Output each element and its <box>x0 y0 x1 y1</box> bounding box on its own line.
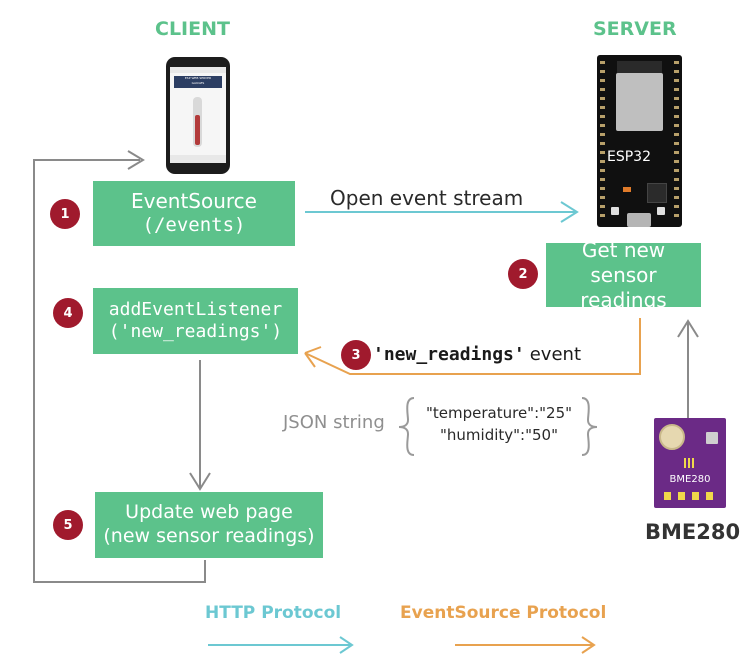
listener-to-update-arrowhead <box>189 472 211 491</box>
open-stream-arrowhead <box>560 201 579 223</box>
usb-port <box>627 213 651 227</box>
phone-title-bar: ESP WEB SERVER GAUGES <box>174 76 222 88</box>
esp32-module-shield <box>616 73 663 131</box>
server-header: SERVER <box>593 18 677 40</box>
legend-http-arrowhead <box>339 636 354 654</box>
json-temperature: "temperature":"25" <box>425 404 573 422</box>
event-word: event <box>529 344 582 365</box>
legend-http: HTTP Protocol <box>205 603 342 623</box>
usb-chip <box>647 183 667 203</box>
add-event-listener-line2: ('new_readings') <box>108 321 283 342</box>
step-2-badge: 2 <box>508 259 538 289</box>
step-5-badge: 5 <box>53 510 83 540</box>
esp32-label: ESP32 <box>607 149 651 165</box>
json-humidity: "humidity":"50" <box>440 426 558 444</box>
loop-back-arrow <box>33 159 206 583</box>
event-arrow <box>304 318 641 375</box>
json-left-brace <box>398 397 415 456</box>
eventsource-title: EventSource <box>131 189 257 214</box>
open-stream-label: Open event stream <box>330 186 524 210</box>
event-arrowhead <box>304 346 322 368</box>
phone-title-line1: ESP WEB SERVER <box>184 76 212 80</box>
sensor-readings-line1: Get new sensor <box>581 237 666 287</box>
bme280-chip-label: BME280 <box>669 474 711 485</box>
client-header: CLIENT <box>155 18 230 40</box>
esp32-board-icon: ESP32 <box>597 55 682 227</box>
update-web-page-line2: (new sensor readings) <box>103 525 315 547</box>
thermometer-gauge <box>193 97 202 147</box>
json-payload: "temperature":"25" "humidity":"50" <box>418 402 580 446</box>
step-4-badge: 4 <box>53 298 83 328</box>
legend-eventsource-arrowhead <box>581 636 596 654</box>
smartphone-icon: ESP WEB SERVER GAUGES <box>166 57 230 174</box>
bme280-sensor-icon: BME280 <box>654 418 726 508</box>
json-right-brace <box>581 397 598 456</box>
step-1-badge: 1 <box>50 199 80 229</box>
led-indicator <box>623 187 631 192</box>
eventsource-endpoint: (/events) <box>142 214 246 237</box>
update-web-page-box: Update web page (new sensor readings) <box>95 492 323 558</box>
add-event-listener-line1: addEventListener <box>108 298 283 320</box>
phone-screen: ESP WEB SERVER GAUGES <box>170 67 226 163</box>
event-name-code: 'new_readings' <box>373 344 525 365</box>
step-3-badge: 3 <box>341 340 371 370</box>
eventsource-box: EventSource (/events) <box>93 181 295 246</box>
sensor-readings-line2: readings <box>580 287 667 312</box>
event-label: 'new_readings' event <box>373 344 581 365</box>
loop-back-arrowhead <box>127 150 145 170</box>
sensor-readings-box: Get new sensor readings <box>546 238 701 312</box>
bme280-caption: BME280 <box>645 520 741 544</box>
antenna-trace <box>617 61 662 75</box>
phone-title-line2: GAUGES <box>191 81 205 85</box>
legend-eventsource: EventSource Protocol <box>400 603 607 623</box>
json-string-label: JSON string <box>283 412 385 433</box>
update-web-page-line1: Update web page <box>125 501 293 524</box>
add-event-listener-box: addEventListener ('new_readings') <box>93 288 298 354</box>
sensor-to-server-arrowhead <box>677 319 699 338</box>
